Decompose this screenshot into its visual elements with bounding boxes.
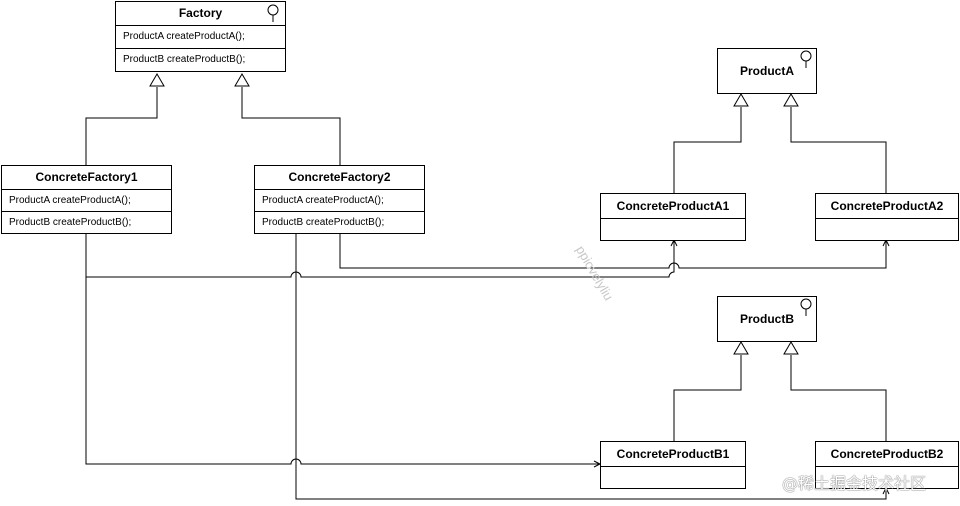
inheritance-arrow-factory1	[149, 73, 165, 87]
dependency-line-cf2-a2	[339, 234, 887, 269]
concrete-product-a1-title: ConcreteProductA1	[616, 199, 730, 213]
dependency-line-cf1-a1	[85, 234, 675, 278]
factory-method: ProductB createProductB();	[116, 48, 285, 71]
concrete-factory-2-title: ConcreteFactory2	[288, 170, 391, 184]
brand-watermark: @稀土掘金技术社区	[782, 474, 927, 493]
inheritance-arrow-a1	[733, 93, 749, 107]
concrete-product-a2-body	[816, 218, 958, 240]
inheritance-line-a1	[673, 107, 742, 193]
inheritance-line-b2	[790, 355, 887, 441]
concrete-product-b2-body	[816, 466, 958, 488]
concrete-product-b2-title: ConcreteProductB2	[830, 447, 944, 461]
concrete-product-a1-body	[601, 218, 745, 240]
concrete-factory-1-box: ConcreteFactory1 ProductA createProductA…	[1, 165, 172, 234]
product-a-box: ProductA	[717, 48, 817, 94]
interface-icon	[800, 50, 812, 68]
product-b-title: ProductB	[740, 312, 794, 326]
inheritance-line-factory2	[241, 87, 341, 165]
inheritance-arrow-a2	[783, 93, 799, 107]
concrete-product-a2-title: ConcreteProductA2	[830, 199, 944, 213]
concrete-product-b2-box: ConcreteProductB2	[815, 441, 959, 489]
factory-method: ProductA createProductA();	[116, 25, 285, 48]
concrete-product-b1-body	[601, 466, 745, 488]
dependency-line-cf1-b1	[85, 277, 600, 465]
concrete-factory-1-title: ConcreteFactory1	[35, 170, 138, 184]
inheritance-line-b1	[673, 355, 742, 441]
factory-box: Factory ProductA createProductA(); Produ…	[115, 1, 286, 72]
inheritance-arrow-b1	[733, 341, 749, 355]
concrete-factory-2-box: ConcreteFactory2 ProductA createProductA…	[254, 165, 425, 234]
concrete-factory-1-method: ProductB createProductB();	[2, 211, 171, 233]
factory-title: Factory	[178, 6, 223, 20]
inheritance-line-a2	[790, 107, 887, 193]
product-b-box: ProductB	[717, 296, 817, 342]
concrete-factory-2-method: ProductB createProductB();	[255, 211, 424, 233]
concrete-product-a2-box: ConcreteProductA2	[815, 193, 959, 241]
concrete-product-a1-box: ConcreteProductA1	[600, 193, 746, 241]
interface-icon	[800, 298, 812, 316]
concrete-factory-1-method: ProductA createProductA();	[2, 189, 171, 211]
inheritance-arrow-b2	[783, 341, 799, 355]
concrete-product-b1-box: ConcreteProductB1	[600, 441, 746, 489]
concrete-product-b1-title: ConcreteProductB1	[616, 447, 730, 461]
interface-icon	[267, 4, 279, 22]
product-a-title: ProductA	[740, 64, 794, 78]
inheritance-line-factory1	[85, 87, 158, 165]
concrete-factory-2-method: ProductA createProductA();	[255, 189, 424, 211]
inheritance-arrow-factory2	[234, 73, 250, 87]
dependency-line-cf2-b2	[295, 234, 887, 500]
